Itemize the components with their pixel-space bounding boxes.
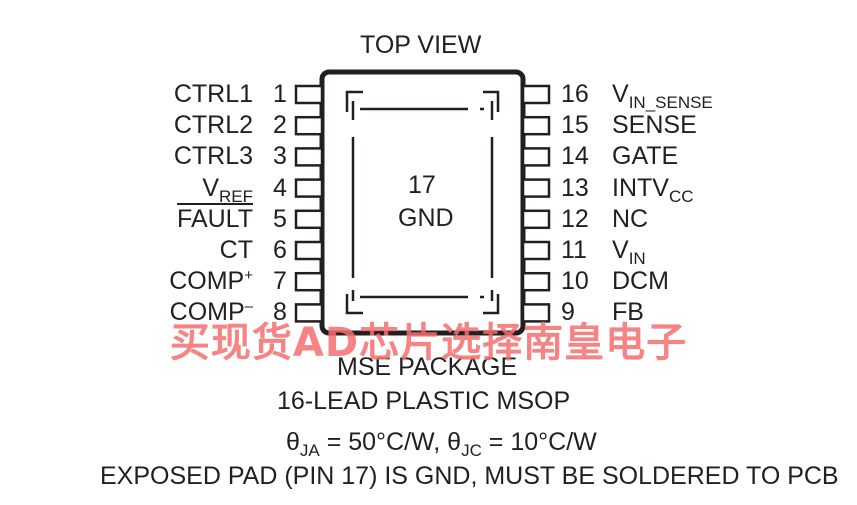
left-pin-3 (294, 147, 324, 167)
theta-ja-value: = 50°C/W, (319, 428, 448, 456)
pin-name-superscript: – (244, 298, 253, 316)
thermal-resistance: θJA = 50°C/W, θJC = 10°C/W (286, 428, 597, 459)
pin-number-1: 1 (273, 80, 287, 108)
left-pin-7 (294, 271, 324, 292)
diagram-title: TOP VIEW (360, 31, 482, 59)
pin-label-8: COMP– (53, 298, 253, 326)
right-pin-12 (521, 209, 551, 230)
pin-number-9: 9 (561, 298, 575, 327)
left-pin-4 (294, 178, 324, 198)
theta-jc-subscript: JC (461, 441, 482, 460)
left-pin-6 (294, 240, 324, 261)
pin-name: NC (612, 204, 649, 233)
pin-name: V (202, 173, 219, 202)
pin-label-9: FB (612, 298, 644, 326)
theta-jc-value: = 10°C/W (481, 428, 597, 456)
pin-number-14: 14 (561, 142, 589, 171)
pin-name: SENSE (612, 111, 697, 140)
pin-name-subscript: REF (219, 186, 253, 206)
package-description: 16-LEAD PLASTIC MSOP (277, 387, 571, 415)
left-pin-2 (294, 115, 324, 136)
pin-number-2: 2 (273, 111, 287, 140)
pin-name: V (612, 236, 629, 264)
pin-name: GATE (612, 142, 679, 171)
pin-label-10: DCM (612, 267, 669, 295)
pin-name: FAULT (177, 204, 253, 233)
pin-number-6: 6 (273, 236, 287, 264)
theta-ja-subscript: JA (299, 441, 320, 460)
pin-name: CT (219, 236, 253, 264)
left-pin-1 (294, 84, 324, 105)
theta-jc-symbol: θ (447, 428, 462, 456)
pin-label-1: CTRL1 (53, 80, 253, 108)
pin-name: COMP (169, 267, 245, 296)
left-pin-8 (294, 303, 324, 323)
pin-number-11: 11 (561, 236, 587, 264)
left-pin-5 (294, 209, 324, 230)
exposed-pad-outline (345, 90, 500, 315)
pin-label-4: VREF (53, 173, 253, 205)
pin-name: COMP (169, 298, 245, 327)
pin-number-5: 5 (273, 204, 287, 233)
pin-label-2: CTRL2 (53, 111, 253, 139)
pin-label-16: VIN_SENSE (612, 80, 713, 111)
pin-label-6: CT (53, 236, 253, 264)
right-pin-11 (521, 240, 551, 261)
pin-name: CTRL2 (173, 111, 253, 140)
pin-label-15: SENSE (612, 111, 697, 139)
exposed-pad-number: 17 (408, 171, 436, 199)
pin-number-15: 15 (561, 111, 589, 140)
pin-label-13: INTVCC (612, 173, 694, 205)
pin-name: CTRL3 (173, 142, 253, 171)
pin-name-superscript: + (244, 267, 253, 285)
right-pin-13 (521, 178, 551, 198)
package-name: MSE PACKAGE (337, 353, 518, 381)
watermark-text: 买现货AD芯片选择南皇电子 (169, 320, 688, 366)
pin-name: CTRL1 (173, 80, 253, 108)
right-pin-15 (521, 115, 551, 136)
pin-number-3: 3 (273, 142, 287, 171)
pin-number-8: 8 (273, 298, 287, 327)
right-pin-16 (521, 84, 551, 105)
pin-number-13: 13 (561, 173, 589, 202)
pin-number-10: 10 (561, 267, 589, 296)
pin-number-12: 12 (561, 204, 589, 233)
pin-name-subscript: IN_SENSE (628, 93, 713, 112)
pin-number-7: 7 (273, 267, 287, 296)
pin-label-7: COMP+ (53, 267, 253, 295)
pin-label-3: CTRL3 (53, 142, 253, 170)
pin-number-4: 4 (273, 173, 287, 202)
exposed-pad-note: EXPOSED PAD (PIN 17) IS GND, MUST BE SOL… (100, 462, 839, 490)
pin-name-subscript: IN (628, 249, 646, 268)
ic-body (319, 69, 526, 336)
pin-name: FB (612, 298, 644, 327)
right-pin-9 (521, 303, 551, 323)
pin-number-16: 16 (561, 80, 589, 108)
pin-name: V (612, 80, 629, 108)
pin-name: DCM (612, 267, 669, 296)
exposed-pad-name: GND (398, 204, 454, 232)
pin-label-14: GATE (612, 142, 678, 170)
pin-label-5: FAULT (53, 205, 253, 233)
pin-name-subscript: CC (668, 186, 694, 206)
pin-label-11: VIN (612, 236, 646, 267)
right-pin-10 (521, 271, 551, 292)
pin-name: INTV (612, 173, 669, 202)
pin-label-12: NC (612, 205, 648, 233)
right-pin-14 (521, 147, 551, 167)
theta-ja-symbol: θ (286, 428, 300, 456)
